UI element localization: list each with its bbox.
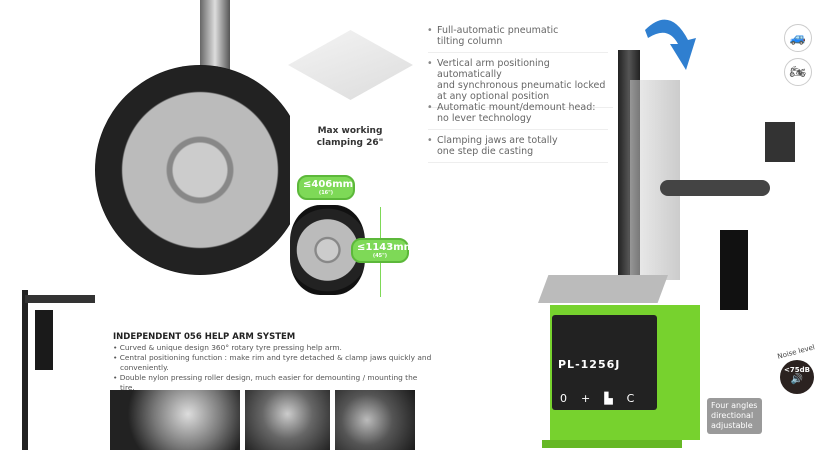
detail-photo-3: [335, 390, 415, 450]
feature-mount-head: Automatic mount/demount head:no lever te…: [427, 102, 608, 130]
pedals: 0+▙C: [560, 392, 649, 405]
noise-badge: <75dB 🔊: [780, 360, 814, 394]
detail-photo-2: [245, 390, 330, 450]
clamping-caption: Max working clamping 26": [316, 126, 384, 148]
speaker-icon: 🔊: [790, 374, 804, 385]
diameter-spec-badge: ≤1143mm(45"): [351, 238, 414, 263]
tilt-arrow-icon: [645, 19, 696, 70]
motorcycle-icon: 🏍: [784, 58, 812, 86]
car-icon: 🚙: [784, 24, 812, 52]
model-label: PL-1256J: [558, 358, 621, 371]
angles-callout: Four angles directional adjustable: [707, 398, 762, 434]
width-spec-badge: ≤406mm(16"): [297, 175, 355, 200]
help-arm-image: [0, 290, 105, 450]
turntable-image: [288, 30, 413, 100]
tyre-changer-machine: PL-1256J 0+▙C: [530, 20, 800, 450]
detail-photo-1: [110, 390, 240, 450]
help-arm-section: INDEPENDENT 056 HELP ARM SYSTEM • Curved…: [113, 332, 432, 392]
tyre-clamped-photo: [90, 0, 290, 275]
